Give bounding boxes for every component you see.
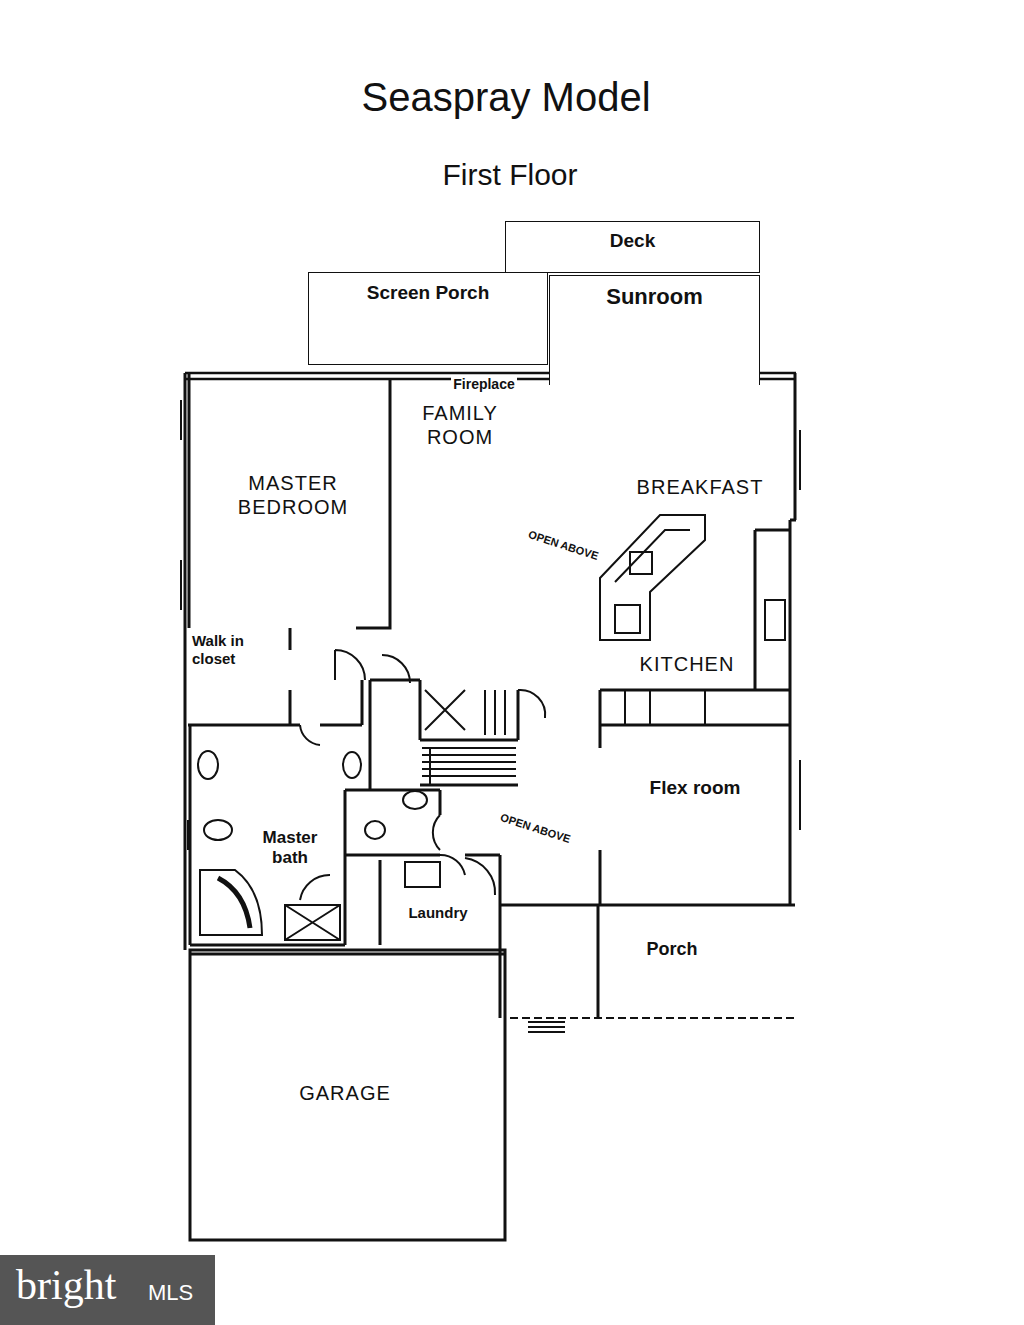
- room-name: MASTER BEDROOM: [204, 471, 382, 519]
- room-label: Flex room: [635, 775, 755, 802]
- room-label: KITCHEN: [622, 650, 752, 678]
- room-name: GARAGE: [299, 1081, 391, 1105]
- room-name: Deck: [610, 230, 655, 253]
- room-box: Sunroom: [549, 275, 760, 385]
- room-name: Walk in closet: [192, 632, 274, 668]
- room-box: Screen Porch: [308, 272, 548, 365]
- room-label: MASTER BEDROOM: [204, 469, 382, 521]
- room-label: Laundry: [398, 902, 478, 924]
- watermark: bright: [16, 1262, 116, 1308]
- room-name: FAMILY ROOM: [396, 401, 524, 449]
- watermark: MLS: [148, 1281, 193, 1305]
- room-name: KITCHEN: [640, 652, 735, 676]
- open-note: OPEN ABOVE: [498, 811, 571, 845]
- floor-name: First Floor: [443, 158, 578, 191]
- room-name: Flex room: [650, 777, 741, 800]
- room-name: Laundry: [408, 904, 467, 922]
- room-name: BREAKFAST: [637, 475, 764, 499]
- open-note: OPEN ABOVE: [526, 528, 599, 562]
- room-label: BREAKFAST: [620, 473, 780, 501]
- watermark-band: [0, 1255, 215, 1325]
- room-label: Master bath: [250, 826, 330, 871]
- room-name: Master bath: [250, 828, 330, 869]
- room-box: Walk in closet: [188, 628, 278, 680]
- room-label: FAMILY ROOM: [396, 399, 524, 451]
- room-name: Screen Porch: [367, 282, 490, 305]
- room-name: Sunroom: [606, 284, 703, 310]
- walls: [185, 373, 796, 1240]
- room-box: Deck: [505, 221, 760, 273]
- fixtures: [181, 400, 800, 1240]
- room-label: GARAGE: [275, 1079, 415, 1107]
- fixture-note: Fireplace: [451, 377, 516, 392]
- room-label: Porch: [637, 937, 707, 963]
- plan-title: Seaspray Model: [361, 75, 650, 119]
- room-name: Porch: [646, 939, 697, 961]
